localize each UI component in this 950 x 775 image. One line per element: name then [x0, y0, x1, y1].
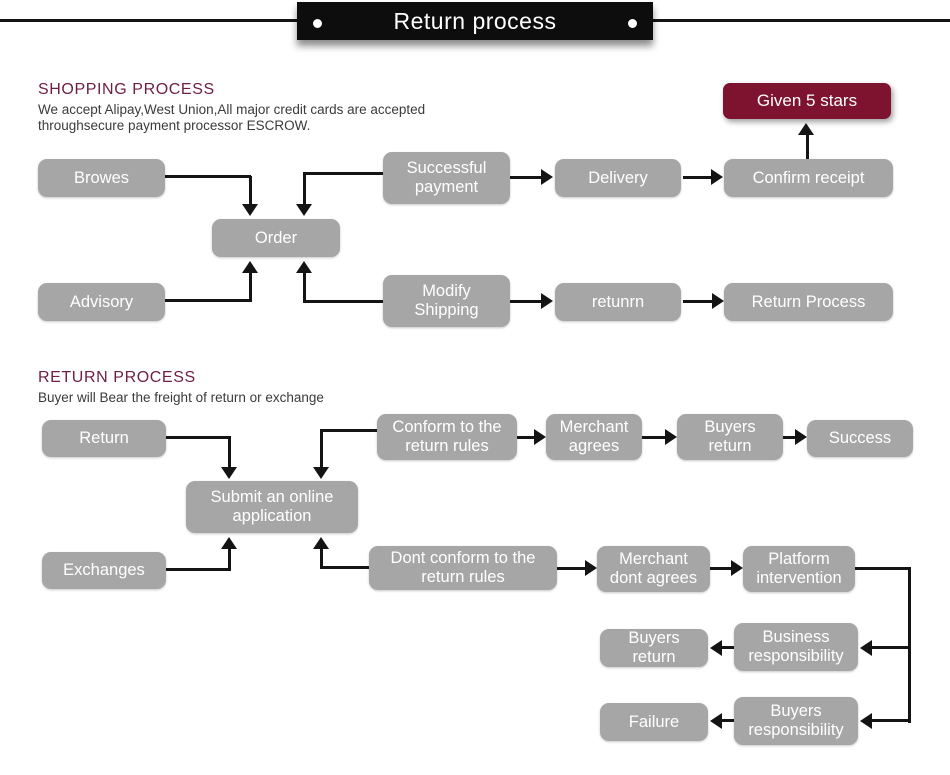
- flow-line: [872, 646, 910, 649]
- shopping-description-line1: We accept Alipay,West Union,All major cr…: [38, 102, 426, 117]
- arrowhead-down-icon: [242, 204, 258, 216]
- node-return: Return: [42, 420, 166, 457]
- node-buyers-return-top: Buyers return: [677, 414, 783, 460]
- flow-line: [517, 436, 534, 439]
- node-delivery: Delivery: [555, 159, 681, 197]
- flow-line: [320, 429, 323, 467]
- node-success: Success: [807, 420, 913, 457]
- arrowhead-right-icon: [541, 169, 553, 185]
- arrowhead-left-icon: [860, 640, 872, 656]
- arrowhead-left-icon: [860, 713, 872, 729]
- node-confirm-receipt: Confirm receipt: [724, 159, 893, 197]
- node-retunrn: retunrn: [555, 283, 681, 321]
- node-business-responsibility: Business responsibility: [734, 623, 858, 671]
- arrowhead-up-icon: [296, 261, 312, 273]
- arrowhead-up-icon: [242, 261, 258, 273]
- arrowhead-down-icon: [313, 467, 329, 479]
- node-dont-conform-rules: Dont conform to the return rules: [369, 546, 557, 590]
- flow-line: [303, 172, 383, 175]
- arrowhead-right-icon: [665, 429, 677, 445]
- arrowhead-up-icon: [221, 537, 237, 549]
- title-banner: Return process: [297, 2, 653, 40]
- flow-line: [855, 567, 911, 570]
- flow-line: [510, 176, 541, 179]
- node-buyers-responsibility: Buyers responsibility: [734, 697, 858, 745]
- node-failure: Failure: [600, 703, 708, 741]
- flow-line: [228, 549, 231, 570]
- flow-line: [166, 436, 231, 439]
- flow-line: [303, 273, 306, 303]
- arrowhead-right-icon: [534, 429, 546, 445]
- arrowhead-right-icon: [585, 560, 597, 576]
- flow-line: [722, 646, 734, 649]
- page-title: Return process: [393, 7, 557, 34]
- flow-line: [166, 568, 231, 571]
- flow-line: [908, 567, 911, 723]
- flow-line: [557, 567, 585, 570]
- node-successful-payment: Successful payment: [383, 152, 510, 204]
- node-advisory: Advisory: [38, 283, 165, 321]
- flow-line: [320, 549, 323, 568]
- node-buyers-return-bottom: Buyers return: [600, 629, 708, 667]
- flow-line: [783, 436, 795, 439]
- node-submit-application: Submit an online application: [186, 481, 358, 533]
- flow-line: [303, 300, 383, 303]
- node-browes: Browes: [38, 159, 165, 197]
- flow-line: [320, 429, 377, 432]
- arrowhead-right-icon: [541, 293, 553, 309]
- node-modify-shipping: Modify Shipping: [383, 275, 510, 327]
- arrowhead-down-icon: [221, 467, 237, 479]
- flow-line: [165, 299, 251, 302]
- arrowhead-up-icon: [798, 123, 814, 135]
- flow-line: [642, 436, 665, 439]
- flow-line: [683, 176, 711, 179]
- return-process-heading: RETURN PROCESS: [38, 369, 196, 386]
- arrowhead-up-icon: [313, 537, 329, 549]
- flow-line: [510, 300, 541, 303]
- flow-line: [228, 436, 231, 467]
- arrowhead-right-icon: [711, 169, 723, 185]
- node-conform-rules: Conform to the return rules: [377, 414, 517, 460]
- flow-line: [249, 176, 252, 204]
- arrowhead-right-icon: [712, 293, 724, 309]
- node-return-process: Return Process: [724, 283, 893, 321]
- flow-line: [165, 175, 251, 178]
- flow-line: [303, 172, 306, 204]
- node-order: Order: [212, 219, 340, 257]
- banner-dot-right-icon: [628, 19, 637, 28]
- banner-dot-left-icon: [313, 19, 322, 28]
- node-given-5-stars: Given 5 stars: [723, 83, 891, 119]
- arrowhead-right-icon: [795, 429, 807, 445]
- flow-line: [683, 300, 712, 303]
- flow-line: [872, 719, 910, 722]
- flow-line: [806, 135, 809, 159]
- arrowhead-down-icon: [296, 204, 312, 216]
- flow-line: [722, 719, 734, 722]
- shopping-description-line2: throughsecure payment processor ESCROW.: [38, 118, 311, 133]
- arrowhead-right-icon: [731, 560, 743, 576]
- arrowhead-left-icon: [710, 713, 722, 729]
- shopping-process-heading: SHOPPING PROCESS: [38, 81, 215, 98]
- return-description: Buyer will Bear the freight of return or…: [38, 390, 324, 405]
- node-merchant-agrees: Merchant agrees: [546, 414, 642, 460]
- node-platform-intervention: Platform intervention: [743, 546, 855, 592]
- flow-line: [249, 273, 252, 302]
- node-exchanges: Exchanges: [42, 552, 166, 589]
- arrowhead-left-icon: [710, 640, 722, 656]
- node-merchant-dont-agrees: Merchant dont agrees: [597, 546, 710, 592]
- flow-line: [710, 567, 731, 570]
- flow-line: [320, 566, 369, 569]
